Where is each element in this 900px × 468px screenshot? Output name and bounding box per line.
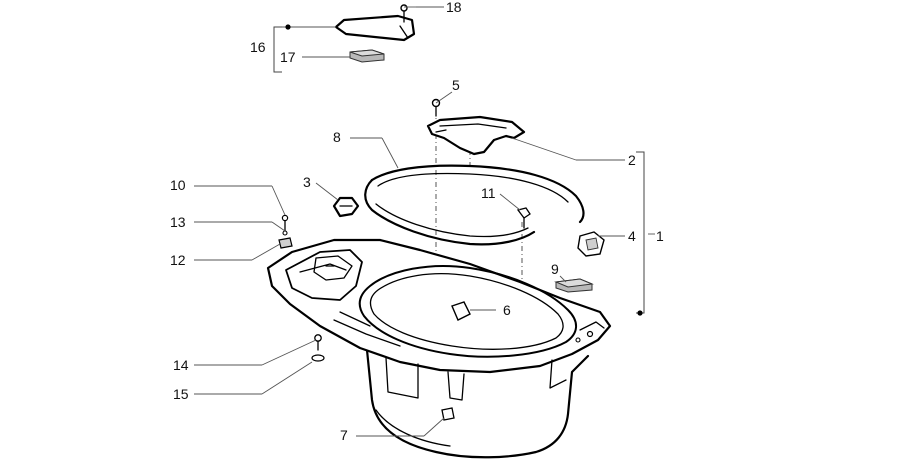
rubber-bumper-part-3 [332,196,360,218]
small-lid-assembly [334,4,416,42]
callout-4: 4 [628,228,636,244]
callout-14: 14 [173,357,189,373]
clip-part-4 [577,231,605,257]
group-bracket-16 [273,24,336,73]
small-pad-part-17 [349,49,385,63]
callout-12: 12 [170,252,186,268]
seal-gasket-part-8 [364,164,585,246]
callout-17: 17 [280,49,296,65]
callout-1: 1 [656,228,664,244]
callout-labels: 18 16 17 5 8 2 3 11 10 13 4 1 12 9 6 14 … [170,0,664,443]
fastener-stack-parts-10-13-12 [278,214,293,249]
callout-16: 16 [250,39,266,55]
callout-5: 5 [452,77,460,93]
callout-7: 7 [340,427,348,443]
callout-13: 13 [170,214,186,230]
callout-3: 3 [303,174,311,190]
callout-10: 10 [170,177,186,193]
group-bracket-1 [636,151,645,316]
helmet-storage-box-part-1 [266,238,612,459]
callout-2: 2 [628,152,636,168]
screw-part-5 [431,98,441,117]
callout-18: 18 [446,0,462,15]
callout-6: 6 [503,302,511,318]
callout-8: 8 [333,129,341,145]
screw-part-11 [516,207,531,229]
cover-plate-part-2 [426,115,526,156]
pad-part-9 [554,278,594,293]
callout-11: 11 [481,185,496,201]
leader-lines [194,6,655,437]
callout-15: 15 [173,386,189,402]
callout-9: 9 [551,261,559,277]
